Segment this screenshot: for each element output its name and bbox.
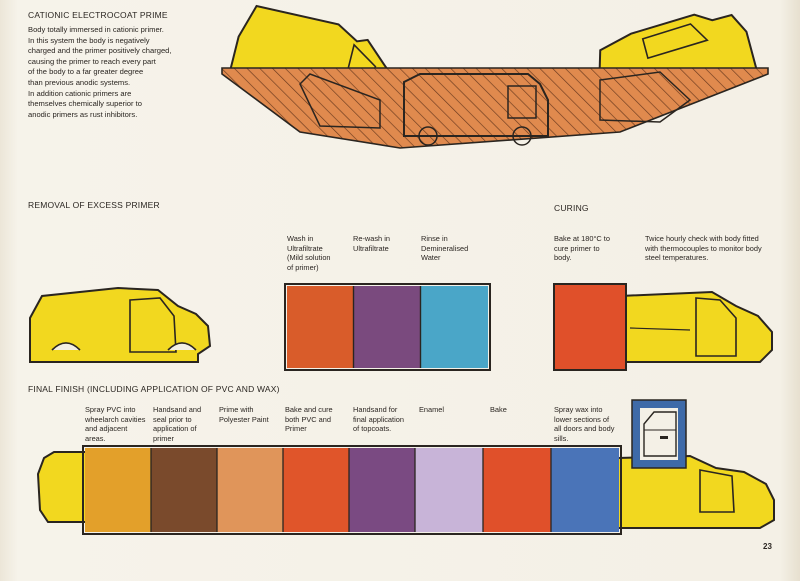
caption-line: lower sections of bbox=[554, 414, 610, 424]
electrocoat-heading: CATIONIC ELECTROCOAT PRIME bbox=[28, 10, 168, 20]
bake-cure-booth bbox=[283, 448, 349, 532]
electrocoat-line: causing the primer to reach every part bbox=[28, 56, 156, 66]
finish-step-caption: Handsand for final application of topcoa… bbox=[353, 405, 417, 434]
caption-line: Handsand and bbox=[153, 405, 202, 414]
finish-step-caption: Prime with Polyester Paint bbox=[219, 405, 283, 424]
finish-step-caption: Bake and cure both PVC and Primer bbox=[285, 405, 349, 434]
car-finish-rear-icon bbox=[36, 451, 87, 523]
electrocoat-line: anodic primers as rust inhibitors. bbox=[28, 109, 138, 119]
electrocoat-line: themselves chemically superior to bbox=[28, 99, 142, 109]
electrocoat-line: than previous anodic systems. bbox=[28, 77, 131, 87]
electrocoat-line: charged and the primer positively charge… bbox=[28, 46, 172, 56]
electrocoat-line: of the body to a far greater degree bbox=[28, 67, 144, 77]
car-curing-icon bbox=[619, 290, 773, 363]
caption-line: Spray wax into bbox=[554, 405, 603, 414]
car-finish-front-icon bbox=[617, 454, 775, 529]
wax-booth bbox=[551, 448, 619, 532]
caption-line: cure primer to bbox=[554, 243, 600, 253]
caption-line: primer bbox=[153, 433, 174, 443]
finish-step-caption: Enamel bbox=[419, 405, 483, 415]
car-submerged-icon bbox=[403, 73, 549, 146]
caption-line: Ultrafiltrate bbox=[287, 243, 323, 253]
caption-line: Primer bbox=[285, 424, 307, 434]
caption-line: and adjacent bbox=[85, 424, 128, 434]
electrocoat-line: In this system the body is negatively bbox=[28, 35, 150, 45]
caption-line: areas. bbox=[85, 433, 106, 443]
prime-booth bbox=[217, 448, 283, 532]
rewash-tank bbox=[354, 286, 420, 368]
enamel-booth bbox=[415, 448, 483, 532]
door-icon bbox=[631, 399, 687, 469]
bake-booth bbox=[483, 448, 551, 532]
caption-line: Bake and cure bbox=[285, 405, 333, 414]
wash-tank bbox=[287, 286, 353, 368]
removal-step-caption: Rinse in Demineralised Water bbox=[421, 234, 487, 263]
electrocoat-line: Body totally immersed in cationic primer… bbox=[28, 25, 164, 34]
caption-line: Wash in bbox=[287, 234, 314, 243]
caption-line: Handsand for bbox=[353, 405, 398, 414]
caption-line: seal prior to bbox=[153, 414, 192, 424]
finish-step-caption: Handsand and seal prior to application o… bbox=[153, 405, 217, 443]
caption-line: (Mild solution bbox=[287, 253, 331, 263]
finish-heading: FINAL FINISH (INCLUDING APPLICATION OF P… bbox=[28, 384, 280, 394]
curing-check-caption: Twice hourly check with body fitted with… bbox=[645, 234, 791, 263]
caption-line: body. bbox=[554, 253, 572, 263]
electrocoat-description: Body totally immersed in cationic primer… bbox=[28, 25, 218, 120]
caption-line: Polyester Paint bbox=[219, 414, 269, 424]
removal-step-caption: Re-wash in Ultrafiltrate bbox=[353, 234, 417, 253]
page-number: 23 bbox=[763, 542, 772, 551]
caption-line: of topcoats. bbox=[353, 424, 392, 434]
caption-line: Re-wash in bbox=[353, 234, 390, 243]
finish-line-frame bbox=[82, 445, 622, 535]
removal-heading: REMOVAL OF EXCESS PRIMER bbox=[28, 200, 160, 210]
caption-line: Water bbox=[421, 253, 441, 263]
pvc-booth bbox=[85, 448, 151, 532]
caption-line: Ultrafiltrate bbox=[353, 243, 389, 253]
caption-line: Prime with bbox=[219, 405, 254, 414]
caption-line: Demineralised bbox=[421, 243, 469, 253]
removal-tank-frame bbox=[284, 283, 491, 371]
caption-line: Rinse in bbox=[421, 234, 448, 243]
caption-line: wheelarch cavities bbox=[85, 414, 146, 424]
caption-line: sills. bbox=[554, 433, 569, 443]
caption-line: Twice hourly check with body fitted bbox=[645, 234, 759, 243]
rinse-tank bbox=[421, 286, 488, 368]
caption-line: steel temperatures. bbox=[645, 253, 709, 263]
sand-seal-booth bbox=[151, 448, 217, 532]
caption-line: Bake at 180°C to bbox=[554, 234, 610, 243]
caption-line: Bake bbox=[490, 405, 507, 414]
curing-heading: CURING bbox=[554, 203, 589, 213]
caption-line: Spray PVC into bbox=[85, 405, 136, 414]
caption-line: with thermocouples to monitor body bbox=[645, 243, 762, 253]
caption-line: all doors and body bbox=[554, 424, 615, 434]
removal-step-caption: Wash in Ultrafiltrate (Mild solution of … bbox=[287, 234, 351, 272]
caption-line: Enamel bbox=[419, 405, 445, 414]
sand-topcoat-booth bbox=[349, 448, 415, 532]
electrocoat-line: In addition cationic primers are bbox=[28, 88, 132, 98]
caption-line: final application bbox=[353, 414, 404, 424]
electrocoat-tank bbox=[221, 4, 769, 149]
curing-oven bbox=[553, 283, 627, 371]
finish-step-caption: Spray wax into lower sections of all doo… bbox=[554, 405, 628, 443]
finish-step-caption: Spray PVC into wheelarch cavities and ad… bbox=[85, 405, 151, 443]
caption-line: application of bbox=[153, 424, 197, 434]
curing-bake-caption: Bake at 180°C to cure primer to body. bbox=[554, 234, 630, 263]
finish-step-caption: Bake bbox=[490, 405, 550, 415]
caption-line: of primer) bbox=[287, 262, 319, 272]
caption-line: both PVC and bbox=[285, 414, 332, 424]
car-removal-icon bbox=[29, 286, 212, 363]
